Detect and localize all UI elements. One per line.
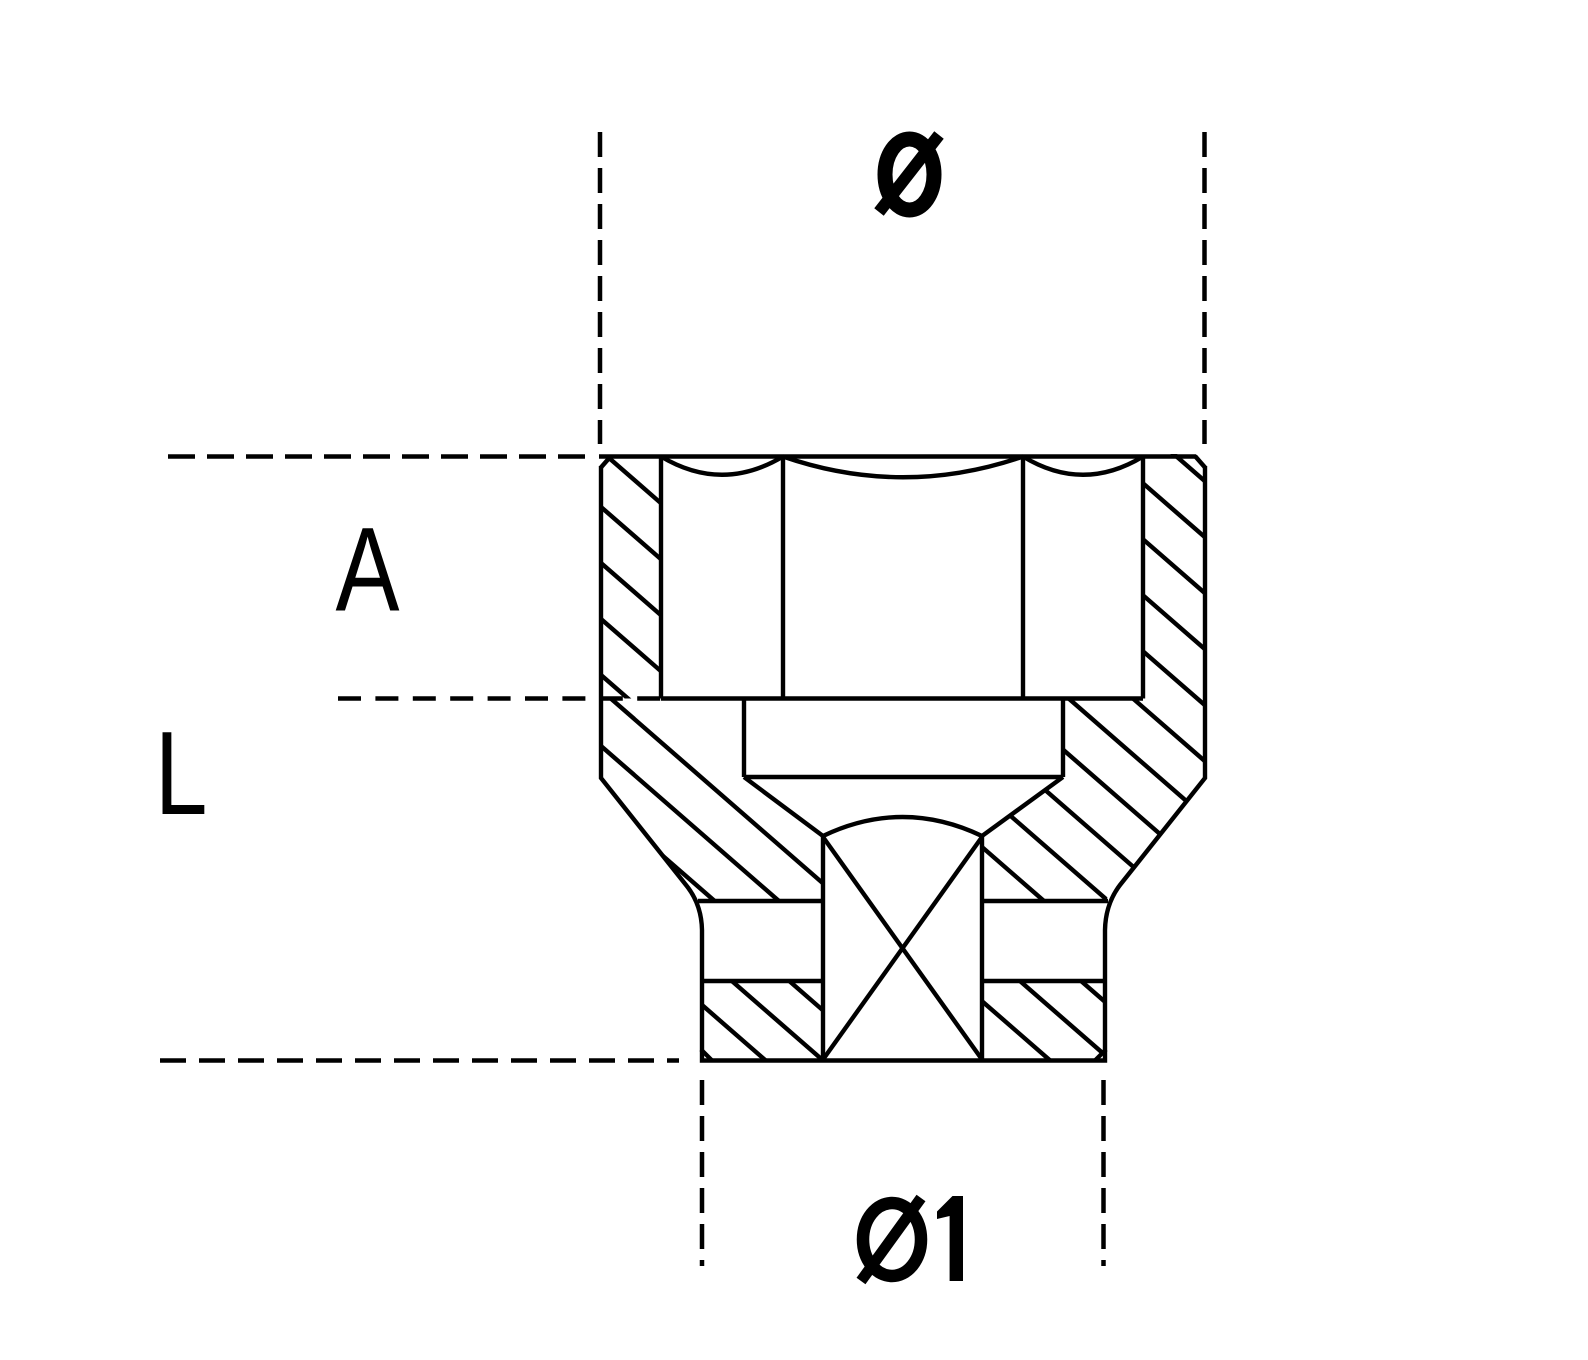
svg-text:L: L — [155, 707, 208, 840]
svg-text:A: A — [335, 503, 399, 637]
